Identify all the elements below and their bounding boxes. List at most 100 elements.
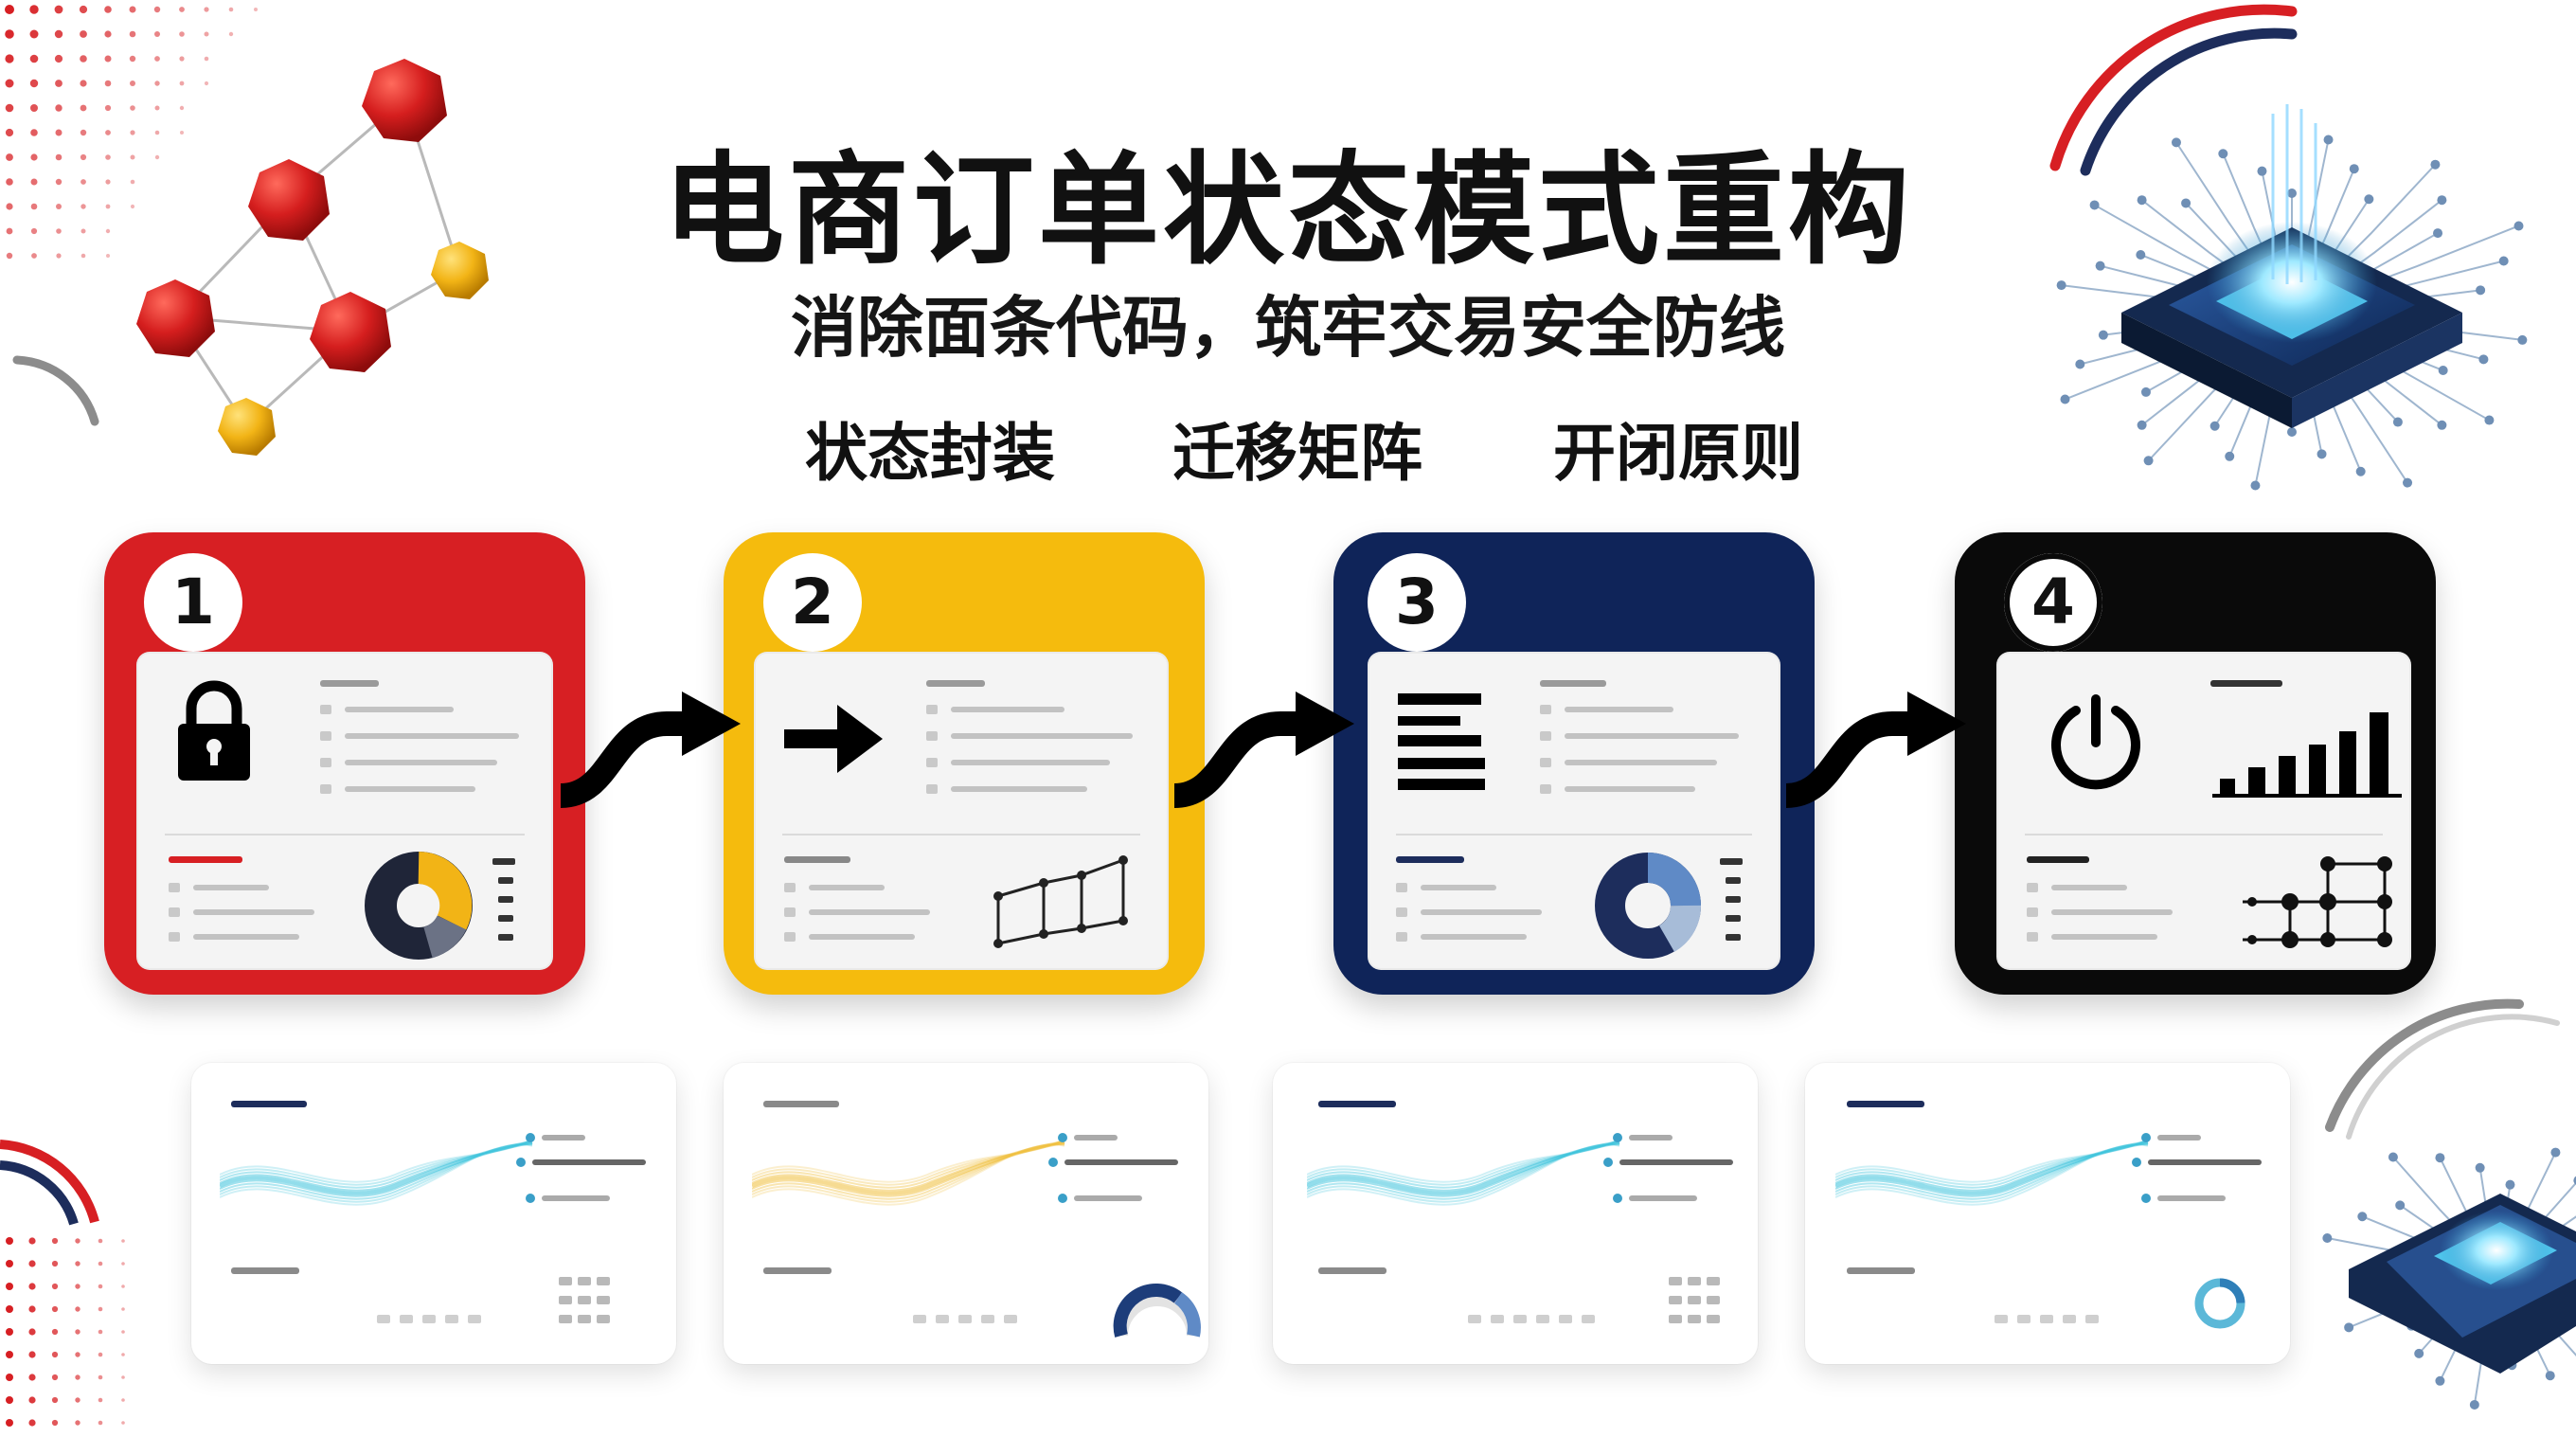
accent-heading: [169, 856, 242, 863]
card-footer-bar: [1847, 1267, 1915, 1274]
placeholder-list: [1396, 883, 1547, 959]
grid-cell: [1669, 1315, 1682, 1323]
placeholder-row: [169, 932, 320, 942]
placeholder-bar: [1536, 1315, 1549, 1323]
placeholder-row: [169, 883, 320, 892]
placeholder-row: [784, 932, 936, 942]
data-flow-wave: [1835, 1133, 2262, 1206]
detail-card-4: [1805, 1063, 2290, 1364]
placeholder-heading: [320, 680, 379, 687]
placeholder-row: [320, 784, 538, 794]
page-subtitle: 消除面条代码，筑牢交易安全防线: [791, 289, 1785, 367]
legend-swatch: [1726, 915, 1741, 922]
cpu-chip-illustration-bottom-right: [2322, 1147, 2576, 1410]
placeholder-bar: [1491, 1315, 1504, 1323]
placeholder-bar: [468, 1315, 481, 1323]
placeholder-row: [784, 907, 936, 917]
step-content-panel: [136, 652, 553, 970]
card-heading-bar: [1318, 1101, 1396, 1107]
molecule-node: [431, 242, 489, 299]
molecule-decoration: [136, 59, 489, 456]
chart-legend: [492, 858, 521, 953]
step-content-panel: [1368, 652, 1780, 970]
molecule-node: [136, 279, 215, 357]
placeholder-row: [926, 705, 1154, 714]
keyword-transition-matrix: 迁移矩阵: [1172, 417, 1422, 490]
placeholder-bars: [1468, 1315, 1610, 1326]
placeholder-bar: [2017, 1315, 2030, 1323]
flow-arrow-3-to-4: [1784, 692, 1966, 808]
page-title: 电商订单状态模式重构: [662, 140, 1913, 281]
step-content-panel: [1996, 652, 2411, 970]
placeholder-row: [2027, 932, 2178, 942]
data-flow-wave: [752, 1133, 1178, 1206]
placeholder-bar: [981, 1315, 994, 1323]
placeholder-row: [169, 907, 320, 917]
placeholder-row: [926, 784, 1154, 794]
molecule-node: [362, 59, 447, 142]
red-navy-arc-decoration-bottom-left: [0, 1140, 99, 1226]
ring-icon: [2194, 1278, 2245, 1329]
grid-cell: [578, 1277, 591, 1285]
step-card-3: 3: [1333, 532, 1815, 995]
detail-card-2: [724, 1063, 1208, 1364]
placeholder-bar: [2085, 1315, 2099, 1323]
step-content-panel: [754, 652, 1169, 970]
step-number-badge: 4: [2004, 553, 2102, 652]
legend-swatch: [498, 915, 513, 922]
placeholder-heading: [1540, 680, 1606, 687]
placeholder-bar: [1582, 1315, 1595, 1323]
flow-arrow-1-to-2: [559, 692, 741, 808]
grid-cell: [597, 1277, 610, 1285]
placeholder-bars: [377, 1315, 510, 1326]
placeholder-heading: [2027, 856, 2089, 863]
legend-swatch: [1726, 877, 1741, 884]
placeholder-row: [2027, 883, 2178, 892]
section-divider: [165, 834, 525, 835]
legend-swatch: [1726, 934, 1741, 941]
placeholder-row: [2027, 907, 2178, 917]
lock-icon: [178, 680, 250, 781]
grid-cell: [578, 1296, 591, 1304]
grid-cell: [559, 1277, 572, 1285]
donut-chart-icon: [365, 852, 473, 960]
placeholder-list: [1540, 705, 1758, 809]
data-flow-wave: [1307, 1133, 1733, 1206]
placeholder-list: [320, 705, 538, 809]
placeholder-row: [1396, 883, 1547, 892]
placeholder-row: [1540, 705, 1758, 714]
placeholder-bar: [445, 1315, 458, 1323]
network-graph-icon: [993, 855, 1128, 948]
data-flow-wave: [220, 1133, 646, 1206]
text-lines-icon: [1398, 693, 1485, 790]
placeholder-heading: [784, 856, 850, 863]
placeholder-list: [784, 883, 936, 959]
placeholder-bar: [1513, 1315, 1527, 1323]
grid-cell: [597, 1296, 610, 1304]
placeholder-row: [320, 705, 538, 714]
placeholder-bar: [913, 1315, 926, 1323]
step-number-badge: 2: [763, 553, 862, 652]
bar-chart-icon: [2212, 712, 2402, 798]
step-number-badge: 1: [144, 553, 242, 652]
step-card-4: 4: [1955, 532, 2436, 995]
placeholder-list: [926, 705, 1154, 809]
card-heading-bar: [231, 1101, 307, 1107]
legend-swatch: [498, 934, 513, 941]
gauge-icon: [1113, 1283, 1201, 1338]
placeholder-bar: [377, 1315, 390, 1323]
placeholder-row: [1540, 784, 1758, 794]
placeholder-bars: [1995, 1315, 2118, 1326]
placeholder-bar: [936, 1315, 949, 1323]
grid-cell: [1707, 1315, 1720, 1323]
detail-card-1: [191, 1063, 676, 1364]
grid-cell: [597, 1315, 610, 1323]
placeholder-list: [2027, 883, 2178, 959]
placeholder-list: [169, 883, 320, 959]
grid-cell: [1669, 1296, 1682, 1304]
step-card-2: 2: [724, 532, 1205, 995]
red-navy-arc-decoration-top-right: [2049, 4, 2298, 176]
step-number-badge: 3: [1368, 553, 1466, 652]
keyword-open-closed-principle: 开闭原则: [1553, 417, 1803, 490]
placeholder-row: [320, 731, 538, 741]
